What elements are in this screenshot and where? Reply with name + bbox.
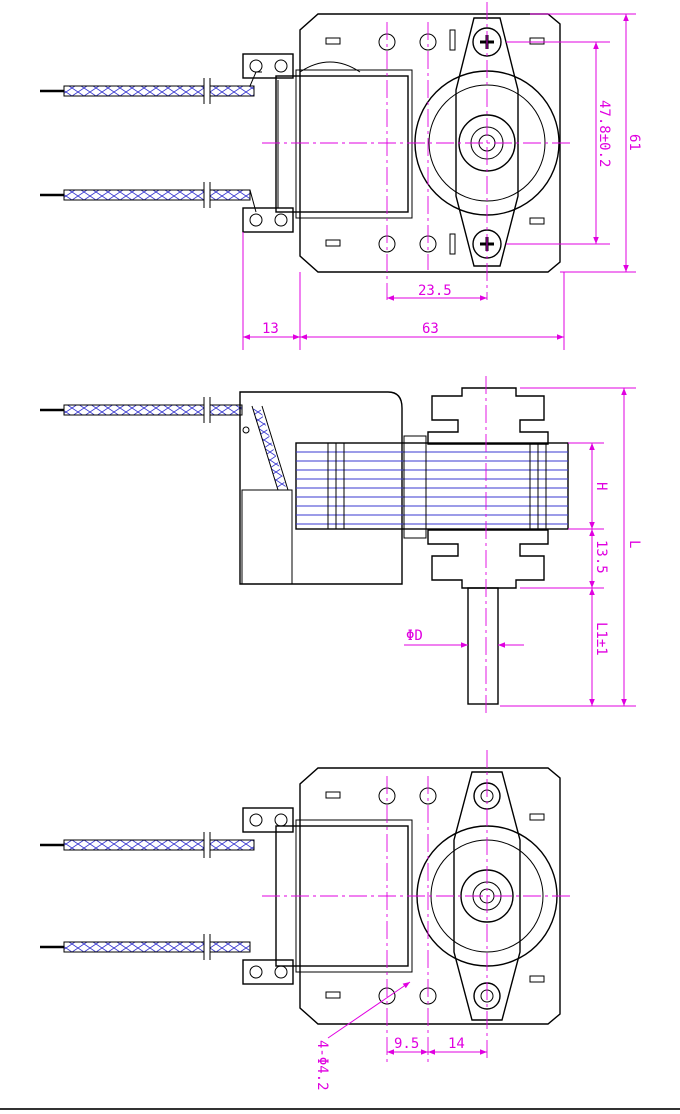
lead-wire-upper-b xyxy=(40,832,255,858)
bottom-border xyxy=(0,1108,680,1110)
dim-63-label: 63 xyxy=(422,321,439,337)
dimension-63: 63 xyxy=(300,321,564,340)
dimension-l1: L1±1 xyxy=(589,588,609,706)
top-view: 47.8±0.2 61 23.5 13 63 xyxy=(40,2,642,350)
dimension-61: 61 xyxy=(530,13,642,273)
bottom-view: 9.5 14 4-Φ4.2 xyxy=(40,750,570,1091)
dimension-h: H xyxy=(568,442,609,530)
dim-phi-d-label: ΦD xyxy=(406,628,423,644)
dim-61-label: 61 xyxy=(626,134,642,151)
side-view: H 13.5 L L1±1 ΦD xyxy=(40,376,642,716)
dim-h-label: H xyxy=(593,482,609,490)
dim-l-label: L xyxy=(626,540,642,548)
dim-23-5-label: 23.5 xyxy=(418,283,452,299)
lead-wire-side xyxy=(40,397,243,423)
dimension-l: L xyxy=(500,387,642,707)
dim-14-label: 14 xyxy=(448,1036,465,1052)
terminal-housing xyxy=(239,391,403,585)
dimension-phi-d: ΦD xyxy=(404,628,524,648)
lead-wire-upper xyxy=(40,71,262,104)
stator-frame xyxy=(299,13,561,273)
dim-13-label: 13 xyxy=(262,321,279,337)
dimension-13: 13 xyxy=(242,232,565,350)
dim-4-phi-label: 4-Φ4.2 xyxy=(314,1040,330,1091)
dimension-13-5: 13.5 xyxy=(520,529,609,589)
shaft xyxy=(467,587,499,705)
dim-13-5-label: 13.5 xyxy=(593,540,609,574)
dim-47-8-label: 47.8±0.2 xyxy=(596,100,612,167)
dimension-23-5: 23.5 xyxy=(387,283,487,301)
dim-9-5-label: 9.5 xyxy=(394,1036,419,1052)
terminal-block-upper xyxy=(242,53,294,79)
lead-wire-lower-b xyxy=(40,934,251,960)
coil xyxy=(275,61,413,219)
terminal-block-lower xyxy=(242,207,294,233)
lamination-stack xyxy=(295,442,569,530)
lead-wire-lower xyxy=(40,182,257,213)
stator-frame-b xyxy=(299,767,561,1025)
dim-l1-label: L1±1 xyxy=(593,622,609,656)
dimension-4-phi-4-2: 4-Φ4.2 xyxy=(314,981,411,1091)
dimension-14: 14 xyxy=(428,1036,487,1055)
dimension-9-5: 9.5 xyxy=(387,1036,428,1055)
dimension-47-8: 47.8±0.2 xyxy=(506,41,612,245)
